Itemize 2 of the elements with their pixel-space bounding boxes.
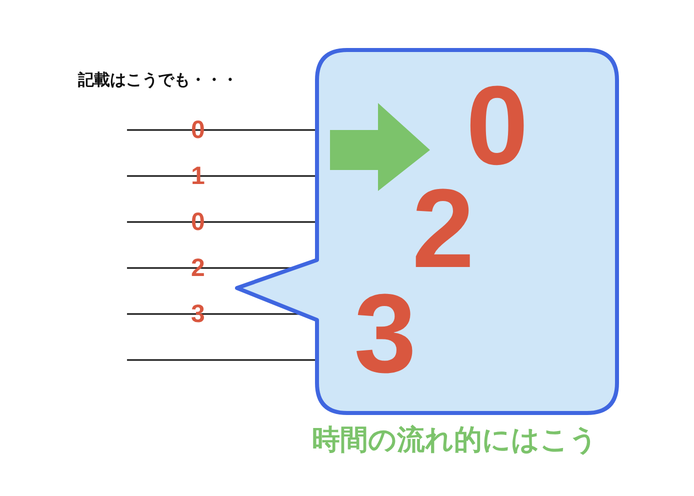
note-text: 記載はこうでも・・・ — [78, 73, 238, 89]
caption-text: 時間の流れ的にはこう — [312, 426, 598, 454]
